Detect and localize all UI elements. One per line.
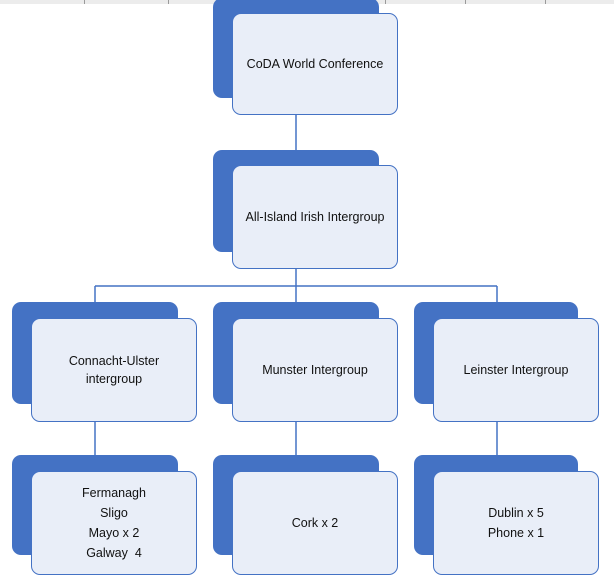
node-card: Connacht-Ulster intergroup — [31, 318, 197, 422]
node-card: Fermanagh Sligo Mayo x 2 Galway 4 — [31, 471, 197, 575]
meetings-list: Cork x 2 — [292, 514, 339, 532]
node-card: All-Island Irish Intergroup — [232, 165, 398, 269]
meeting-item: Fermanagh — [82, 486, 146, 500]
border-tick — [545, 0, 546, 4]
meetings-list: Dublin x 5 Phone x 1 — [488, 503, 544, 543]
meeting-item: Galway 4 — [86, 546, 142, 560]
node-label: Connacht-Ulster intergroup — [69, 352, 159, 388]
meeting-item: Sligo — [100, 506, 128, 520]
border-tick — [84, 0, 85, 4]
node-label: Munster Intergroup — [262, 362, 368, 377]
border-tick — [465, 0, 466, 4]
node-card: Cork x 2 — [232, 471, 398, 575]
meeting-item: Mayo x 2 — [88, 526, 140, 540]
node-label-line: Connacht-Ulster — [68, 353, 160, 368]
node-card: CoDA World Conference — [232, 13, 398, 115]
node-card: Leinster Intergroup — [433, 318, 599, 422]
node-label: All-Island Irish Intergroup — [245, 209, 385, 224]
meeting-item: Cork x 2 — [291, 515, 339, 530]
node-card: Dublin x 5 Phone x 1 — [433, 471, 599, 575]
node-label: CoDA World Conference — [246, 56, 384, 71]
meeting-item: Phone x 1 — [487, 526, 545, 540]
node-label: Leinster Intergroup — [463, 362, 569, 377]
meetings-list: Fermanagh Sligo Mayo x 2 Galway 4 — [82, 483, 146, 563]
border-tick — [168, 0, 169, 4]
border-tick — [385, 0, 386, 4]
meeting-item: Dublin x 5 — [488, 506, 544, 520]
node-label-line: intergroup — [85, 372, 143, 386]
node-card: Munster Intergroup — [232, 318, 398, 422]
